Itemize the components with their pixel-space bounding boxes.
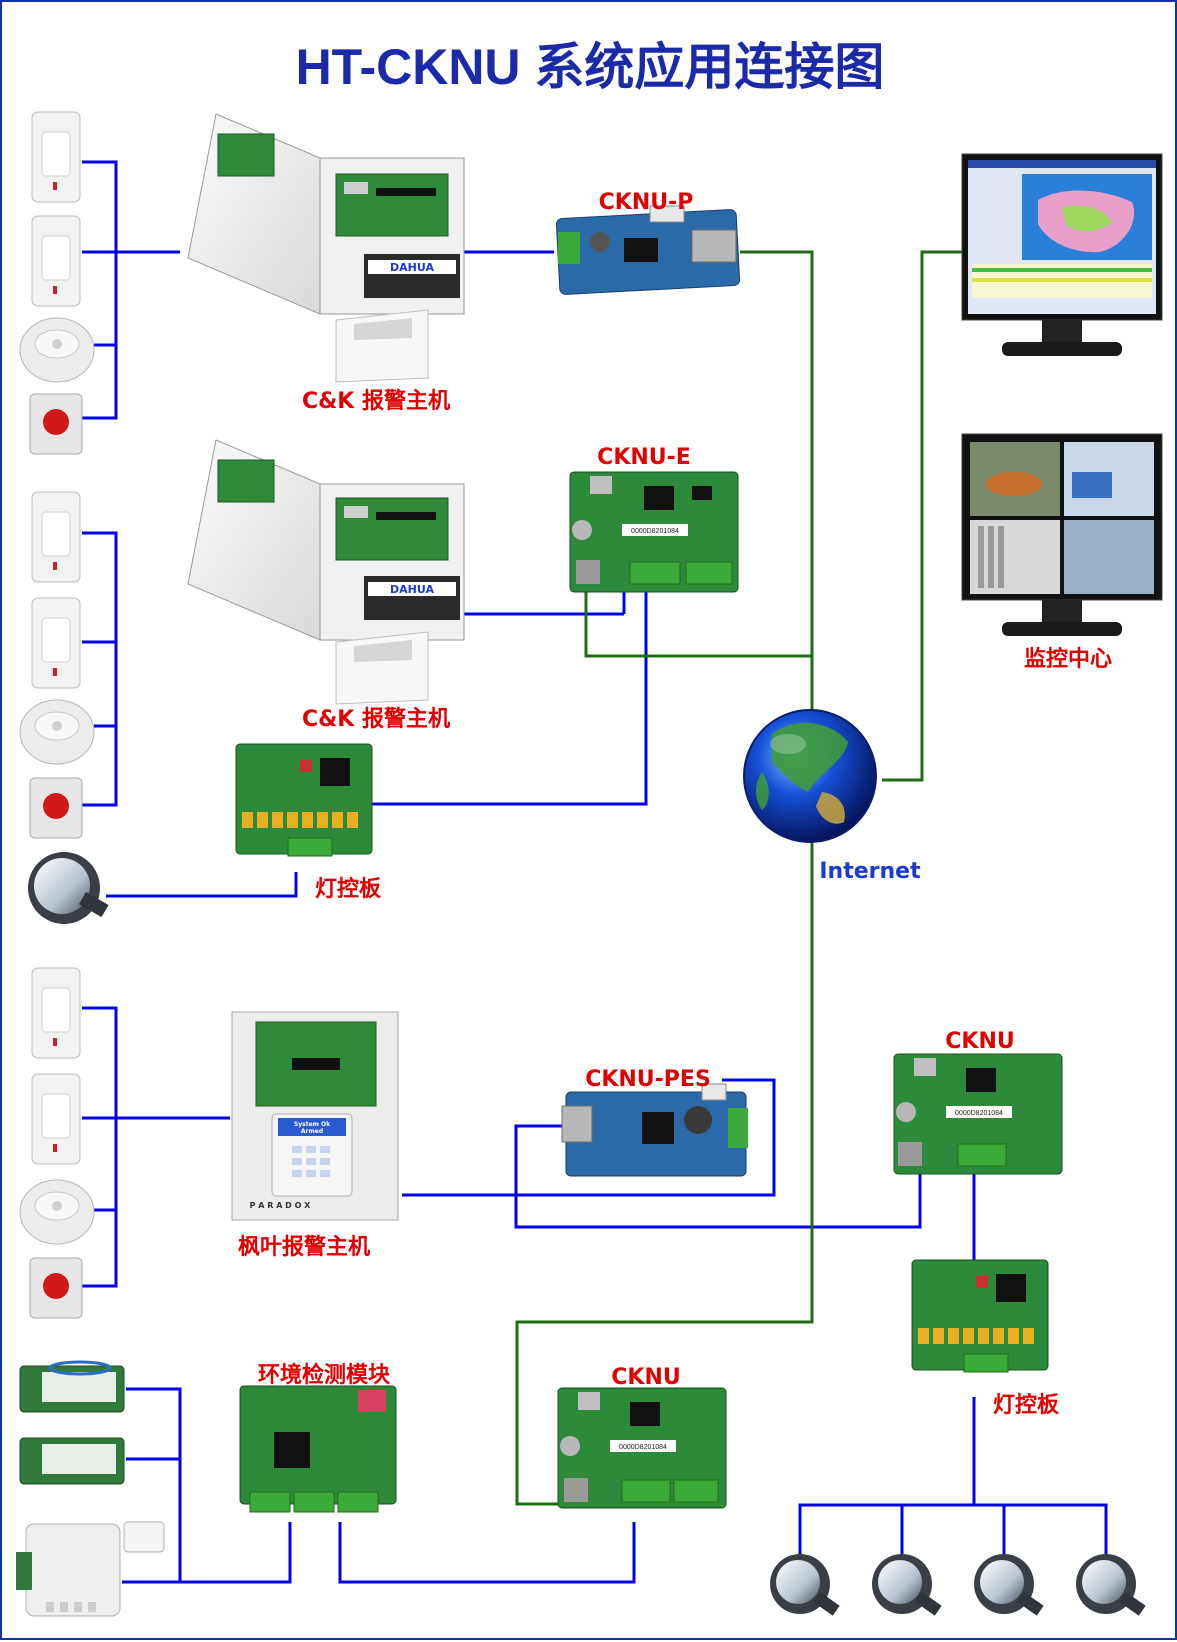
cknu-pes-board <box>561 1083 748 1177</box>
cknu-e-serial: 0000D8201084 <box>631 528 679 535</box>
cknu-bottom-board: 0000D8201084 <box>557 1387 727 1509</box>
internet-globe-icon <box>743 709 877 843</box>
env-detection-module <box>239 1385 397 1513</box>
cknu-right-serial: 0000D8201084 <box>955 1110 1003 1117</box>
battery-brand-label-1: DAHUA <box>390 261 434 274</box>
panic-button-3 <box>29 1257 83 1319</box>
wire-section-1 <box>82 160 554 420</box>
keypad-status-line: System Ok <box>294 1121 331 1128</box>
label-env-module: 环境检测模块 <box>258 1362 391 1388</box>
cknu-bottom-serial: 0000D8201084 <box>619 1444 667 1451</box>
pir-sensor-1 <box>31 111 81 203</box>
label-cknu-bottom: CKNU <box>611 1365 680 1390</box>
keypad-armed-line: Armed <box>301 1128 323 1135</box>
label-cknu-e: CKNU-E <box>597 445 691 470</box>
wire-section-3 <box>82 1006 976 1288</box>
label-light-board-2: 灯控板 <box>993 1392 1060 1418</box>
label-monitor-center: 监控中心 <box>1024 646 1112 672</box>
label-internet: Internet <box>819 859 921 884</box>
maple-alarm-host: System Ok Armed P A R A D O X <box>231 1011 399 1221</box>
floodlight-lamp-2 <box>770 1554 840 1616</box>
wire-section-4 <box>122 1387 1108 1584</box>
wires <box>82 160 1108 1584</box>
panic-button-1 <box>29 393 83 455</box>
pir-sensor-4 <box>31 597 81 689</box>
env-sensor-3 <box>16 1521 165 1617</box>
env-sensor-1 <box>19 1360 125 1413</box>
battery-brand-label-2: DAHUA <box>390 583 434 596</box>
floodlight-lamp-1 <box>28 852 109 924</box>
label-light-board-1: 灯控板 <box>315 876 382 902</box>
floodlight-lamp-5 <box>1076 1554 1146 1616</box>
wire-network <box>515 250 962 1506</box>
monitor-map-software <box>961 153 1163 356</box>
cknu-right-board: 0000D8201084 <box>893 1053 1063 1175</box>
ck-alarm-host-2: DAHUA <box>187 439 465 705</box>
page-title: HT-CKNU 系统应用连接图 <box>296 39 885 95</box>
pir-sensor-5 <box>31 967 81 1059</box>
smoke-detector-1 <box>19 317 95 383</box>
smoke-detector-2 <box>19 699 95 765</box>
monitor-video-surveillance <box>961 433 1163 636</box>
pir-sensor-3 <box>31 491 81 583</box>
env-sensor-2 <box>19 1437 125 1485</box>
label-cknu-pes: CKNU-PES <box>585 1067 711 1092</box>
pir-sensor-2 <box>31 215 81 307</box>
label-ck-host-2: C&K 报警主机 <box>302 707 450 732</box>
paradox-brand-label: P A R A D O X <box>250 1201 312 1210</box>
label-cknu-right: CKNU <box>945 1029 1014 1054</box>
light-control-board-2 <box>911 1259 1049 1373</box>
ck-alarm-host-1: DAHUA <box>187 113 465 383</box>
panic-button-2 <box>29 777 83 839</box>
pir-sensor-6 <box>31 1073 81 1165</box>
label-ck-host-1: C&K 报警主机 <box>302 389 450 414</box>
floodlight-lamp-4 <box>974 1554 1044 1616</box>
cknu-p-board <box>555 205 741 295</box>
light-control-board-1 <box>235 743 373 857</box>
labels: CKNU-P C&K 报警主机 CKNU-E C&K 报警主机 灯控板 Inte… <box>238 190 1112 1418</box>
label-maple-host: 枫叶报警主机 <box>238 1234 370 1260</box>
label-cknu-p: CKNU-P <box>599 190 694 215</box>
smoke-detector-3 <box>19 1179 95 1245</box>
cknu-e-board: 0000D8201084 <box>569 471 739 593</box>
floodlight-lamp-3 <box>872 1554 942 1616</box>
